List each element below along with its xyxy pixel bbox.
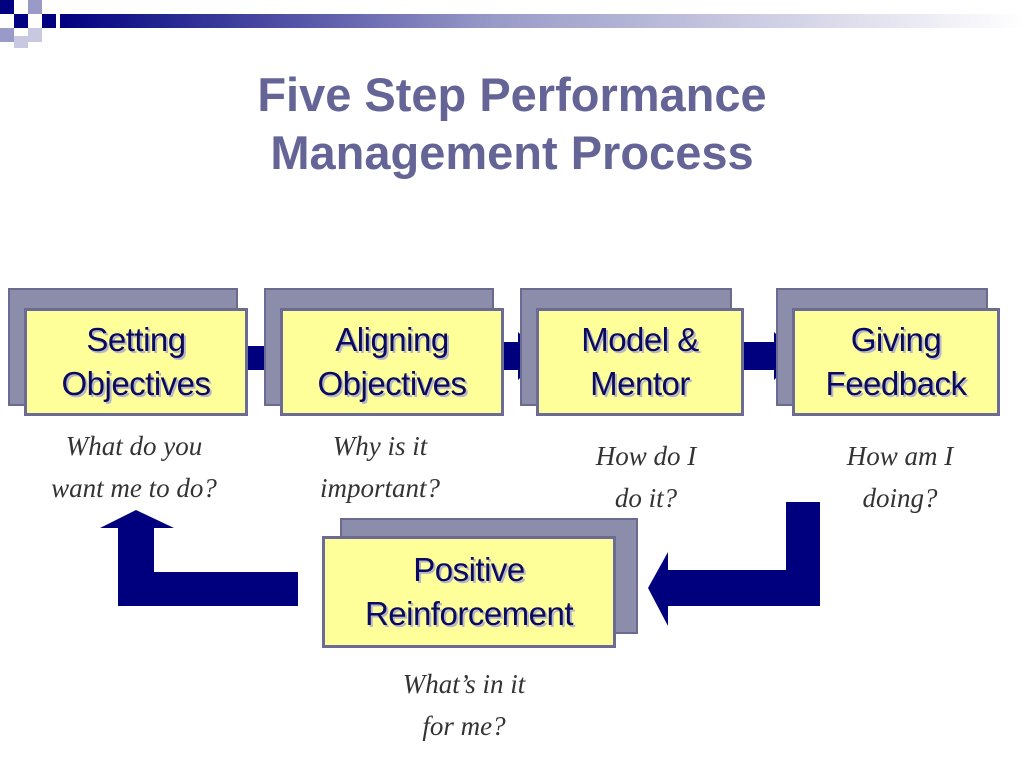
step4-line1: Giving <box>850 321 942 358</box>
step1-question-line2: want me to do? <box>51 473 217 503</box>
title-line-1: Five Step Performance <box>257 68 767 121</box>
step1-question-line1: What do you <box>65 431 203 461</box>
step-setting-objectives: Setting Objectives <box>24 308 248 416</box>
step3-question-line1: How do I <box>595 441 697 471</box>
step4-question: How am I doing? <box>800 435 1000 519</box>
page-title: Five Step Performance Management Process <box>0 66 1024 182</box>
step-giving-feedback: Giving Feedback <box>792 308 1000 416</box>
step5-question-line1: What’s in it <box>402 669 526 699</box>
step2-line1: Aligning <box>335 321 449 358</box>
step2-question: Why is it important? <box>270 425 490 509</box>
step-model-mentor: Model & Mentor <box>536 308 744 416</box>
header-band <box>0 0 1024 48</box>
step2-line2: Objectives <box>317 365 467 402</box>
step2-question-line2: important? <box>319 473 440 503</box>
step4-question-line1: How am I <box>846 441 954 471</box>
step5-line1: Positive <box>413 551 525 588</box>
step2-question-line1: Why is it <box>332 431 428 461</box>
step3-line2: Mentor <box>590 365 690 402</box>
step5-question-line2: for me? <box>422 711 506 741</box>
step3-question-line2: do it? <box>614 483 678 513</box>
step1-line2: Objectives <box>61 365 211 402</box>
step3-line1: Model & <box>581 321 699 358</box>
title-line-2: Management Process <box>270 126 754 179</box>
step5-question: What’s in it for me? <box>364 663 564 747</box>
step1-line1: Setting <box>86 321 186 358</box>
arrow-step4-to-step5 <box>648 502 820 626</box>
arrow-step5-to-step1 <box>100 510 298 606</box>
step3-question: How do I do it? <box>546 435 746 519</box>
step-aligning-objectives: Aligning Objectives <box>280 308 504 416</box>
step4-question-line2: doing? <box>862 483 938 513</box>
step4-line2: Feedback <box>825 365 967 402</box>
step5-line2: Reinforcement <box>364 595 574 632</box>
step1-question: What do you want me to do? <box>14 425 254 509</box>
step-positive-reinforcement: Positive Reinforcement <box>322 536 616 648</box>
header-gradient-decoration <box>0 0 1024 48</box>
